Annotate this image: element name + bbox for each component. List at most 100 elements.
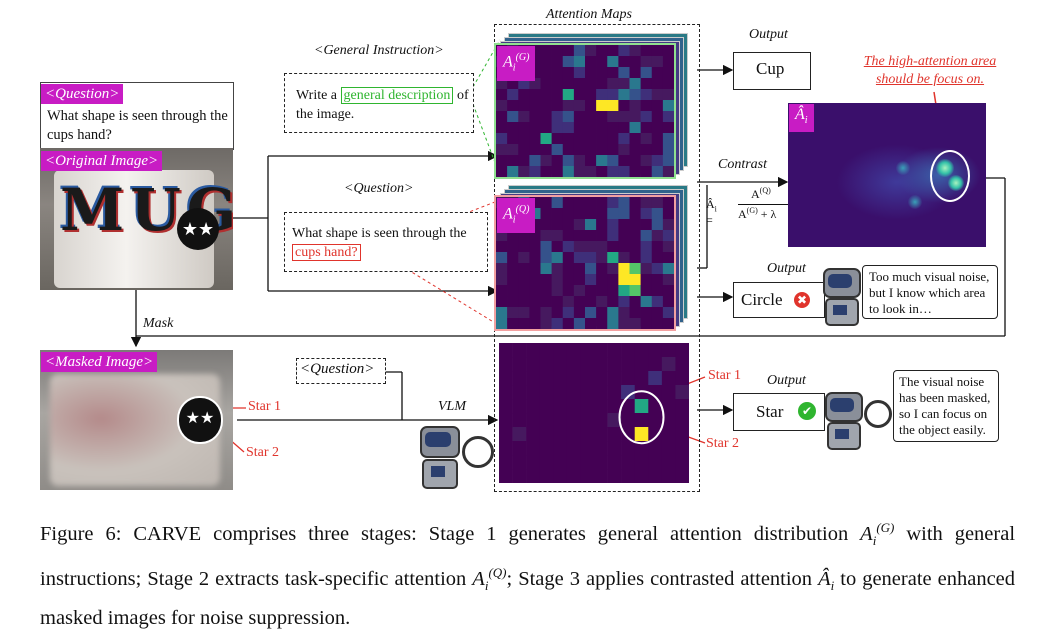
heatmap-cell bbox=[596, 252, 608, 264]
mask-label: Mask bbox=[143, 316, 174, 331]
heatmap-cell bbox=[518, 78, 530, 90]
heatmap-cell bbox=[662, 67, 674, 79]
heatmap-cell bbox=[621, 385, 636, 400]
heatmap-cell bbox=[596, 318, 608, 329]
heatmap-cell bbox=[540, 45, 552, 57]
heatmap-cell bbox=[596, 78, 608, 90]
magnifier-icon-vlm bbox=[462, 436, 494, 468]
heatmap-cell bbox=[512, 469, 527, 483]
heatmap-cell bbox=[651, 78, 664, 90]
heatmap-cell bbox=[585, 285, 597, 297]
heatmap-cell bbox=[640, 166, 653, 177]
heatmap-cell bbox=[553, 441, 568, 456]
heatmap-cell bbox=[640, 78, 653, 90]
heatmap-cell bbox=[662, 241, 674, 253]
figure-caption: Figure 6: CARVE comprises three stages: … bbox=[40, 512, 1015, 634]
heatmap-cell bbox=[618, 56, 630, 68]
heatmap-cell bbox=[607, 285, 619, 297]
heatmap-cell bbox=[496, 166, 508, 177]
heatmap-cell bbox=[562, 230, 575, 242]
heatmap-cell bbox=[585, 67, 597, 79]
heatmap-cell bbox=[640, 285, 653, 297]
heatmap-cell bbox=[662, 230, 674, 242]
heatmap-cell bbox=[526, 399, 541, 414]
heatmap-cell bbox=[629, 89, 641, 101]
heatmap-cell bbox=[596, 219, 608, 231]
heatmap-cell bbox=[651, 155, 664, 167]
heatmap-cell bbox=[607, 122, 619, 134]
heatmap-cell bbox=[540, 56, 552, 68]
masked-star1-label: Star 1 bbox=[248, 399, 282, 414]
q2-text-before: What shape is seen through the bbox=[292, 226, 467, 241]
heatmap-cell bbox=[551, 56, 564, 68]
heatmap-cell bbox=[540, 263, 552, 275]
heatmap-cell bbox=[526, 469, 541, 483]
heatmap-cell bbox=[629, 252, 641, 264]
heatmap-cell bbox=[562, 166, 575, 177]
heatmap-cell bbox=[539, 455, 554, 470]
heatmap-cell bbox=[618, 122, 630, 134]
heatmap-cell bbox=[573, 67, 586, 79]
heatmap-cell bbox=[662, 144, 674, 156]
heatmap-cell bbox=[573, 230, 586, 242]
heatmap-cell bbox=[507, 241, 519, 253]
heatmap-cell bbox=[596, 155, 608, 167]
heatmap-cell bbox=[518, 122, 530, 134]
heatmap-cell bbox=[596, 100, 608, 112]
heatmap-cell bbox=[540, 285, 552, 297]
formula-den-plus: + λ bbox=[760, 207, 777, 221]
heatmap-cell bbox=[562, 111, 575, 123]
heatmap-cell bbox=[573, 89, 586, 101]
heatmap-cell bbox=[607, 219, 619, 231]
heatmap-cell bbox=[553, 413, 568, 428]
heatmap-cell bbox=[585, 111, 597, 123]
heatmap-cell bbox=[651, 241, 664, 253]
heatmap-cell bbox=[629, 230, 641, 242]
heatmap-cell bbox=[551, 307, 564, 319]
heatmap-cell bbox=[618, 263, 630, 275]
masked-star-region: ★★ bbox=[177, 396, 223, 444]
heatmap-cell bbox=[529, 111, 541, 123]
heatmap-cell bbox=[551, 285, 564, 297]
heatmap-cell bbox=[551, 144, 564, 156]
heatmap-cell bbox=[551, 252, 564, 264]
heatmap-cell bbox=[562, 252, 575, 264]
heatmap-cell bbox=[661, 343, 676, 358]
heatmap-cell bbox=[585, 263, 597, 275]
check-icon: ✔ bbox=[798, 402, 816, 420]
heatmap-cell bbox=[621, 469, 636, 483]
heatmap-cell bbox=[607, 78, 619, 90]
heatmap-cell bbox=[661, 427, 676, 442]
map-g-label-a: A bbox=[503, 53, 513, 71]
heatmap-cell bbox=[621, 371, 636, 386]
heatmap-cell bbox=[618, 252, 630, 264]
heatmap-cell bbox=[585, 56, 597, 68]
heatmap-cell bbox=[562, 45, 575, 57]
contrast-annotation-line1: The high-attention area bbox=[863, 54, 997, 69]
heatmap-cell bbox=[585, 230, 597, 242]
heatmap-cell bbox=[529, 166, 541, 177]
caption-ahat-sub: i bbox=[830, 577, 835, 593]
heatmap-cell bbox=[607, 208, 619, 220]
heatmap-cell bbox=[640, 296, 653, 308]
heatmap-cell bbox=[661, 441, 676, 456]
heatmap-cell bbox=[512, 357, 527, 372]
heatmap-cell bbox=[551, 155, 564, 167]
heatmap-cell bbox=[594, 399, 608, 414]
original-image-tag: <Original Image> bbox=[41, 151, 163, 171]
heatmap-cell bbox=[594, 371, 608, 386]
heatmap-cell bbox=[651, 307, 664, 319]
heatmap-cell bbox=[618, 155, 630, 167]
heatmap-cell bbox=[496, 78, 508, 90]
heatmap-cell bbox=[512, 441, 527, 456]
heatmap-cell bbox=[562, 318, 575, 329]
heatmap-cell bbox=[607, 307, 619, 319]
heatmap-cell bbox=[585, 78, 597, 90]
heatmap-cell bbox=[607, 385, 622, 400]
heatmap-cell bbox=[529, 144, 541, 156]
heatmap-cell bbox=[512, 343, 527, 358]
heatmap-cell bbox=[562, 263, 575, 275]
heatmap-cell bbox=[540, 219, 552, 231]
heatmap-cell bbox=[580, 469, 595, 483]
heatmap-cell bbox=[585, 241, 597, 253]
